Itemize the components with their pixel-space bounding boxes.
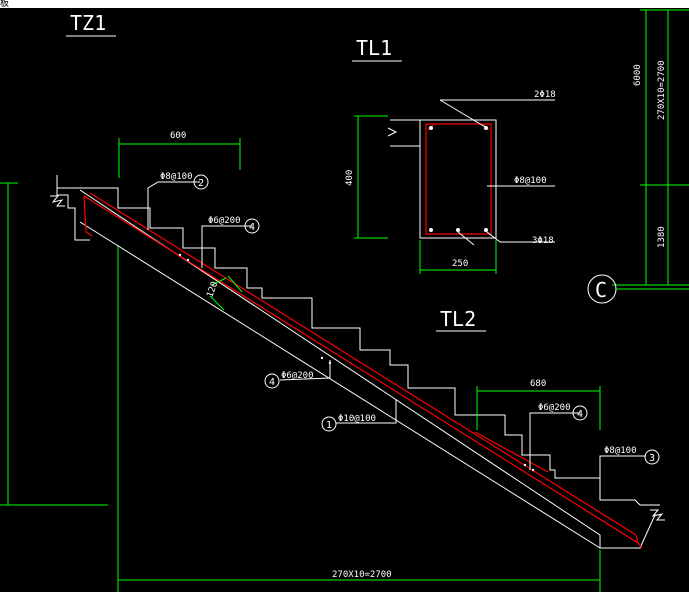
dim-beam-height: [354, 115, 388, 239]
title-tl1-text: TL1: [356, 36, 392, 60]
title-tz1: TZ1: [66, 11, 116, 37]
leader-lines: [147, 181, 646, 497]
label-r4-right: Φ6@200: [538, 403, 571, 413]
marker-4-top-text: 4: [249, 222, 255, 233]
marker-4-mid-text: 4: [269, 377, 275, 388]
tl1-beam-section: [387, 99, 555, 246]
marker-3-text: 3: [649, 453, 655, 464]
dim-bottom-total-text: 270X10=2700: [332, 570, 392, 580]
title-tl2: TL2: [436, 307, 486, 332]
marker-2-top-text: 2: [198, 178, 204, 189]
dim-bottom-total: [118, 550, 601, 592]
window-title-bar: 板: [0, 0, 689, 9]
stair-soffit-line: [79, 221, 601, 549]
label-r4-mid: Φ6@200: [281, 371, 314, 381]
window-title-fragment: 板: [0, 0, 10, 9]
marker-2-top: 2: [193, 174, 209, 190]
dim-right-height-text: 6000: [633, 64, 643, 86]
title-tz1-text: TZ1: [70, 11, 106, 35]
dim-right: [612, 9, 689, 286]
dim-right-lower-text: 1380: [657, 226, 667, 248]
marker-4-mid: 4: [264, 373, 280, 389]
marker-1-text: 1: [326, 420, 332, 431]
label-r1-main: Φ10@100: [338, 414, 376, 424]
beam-top-label: 2Φ18: [534, 90, 556, 100]
marker-4-top: 4: [244, 218, 260, 234]
dim-right-total-text: 270X10=2700: [657, 60, 667, 120]
marker-4-right-text: 4: [577, 409, 583, 420]
dim-beam-width-text: 250: [452, 259, 468, 269]
beam-bottom-label: 3Φ18: [532, 236, 554, 246]
dim-slab-thickness: [209, 275, 243, 311]
dim-bottom-landing-text: 680: [530, 379, 546, 389]
axis-marker-c-text: C: [595, 278, 607, 302]
dim-beam-height-text: 400: [345, 170, 355, 186]
rebar-dots: [178, 253, 535, 472]
axis-marker-c[interactable]: C: [587, 274, 689, 304]
bottom-break-mark: [650, 509, 665, 521]
dim-top-landing: [118, 138, 241, 178]
marker-1: 1: [321, 416, 337, 432]
marker-3: 3: [644, 449, 660, 465]
dim-slab-thickness-text: 120: [205, 280, 220, 299]
main-rebar: [83, 192, 643, 549]
stair-top-landing: [56, 175, 90, 241]
marker-4-right: 4: [572, 405, 588, 421]
title-tl2-text: TL2: [440, 307, 476, 331]
label-r4-top: Φ6@200: [208, 216, 241, 226]
left-column-lines: [0, 182, 119, 592]
dim-bottom-landing: [476, 386, 601, 430]
top-break-mark: [50, 195, 65, 207]
dim-beam-width: [419, 240, 497, 274]
stair-steps-outline: [56, 175, 660, 506]
label-r3-right: Φ8@100: [604, 446, 637, 456]
beam-stirrup-label: Φ8@100: [514, 176, 547, 186]
title-tl1: TL1: [352, 36, 402, 62]
label-r2-top: Φ8@100: [160, 172, 193, 182]
dim-top-landing-text: 600: [170, 131, 186, 141]
